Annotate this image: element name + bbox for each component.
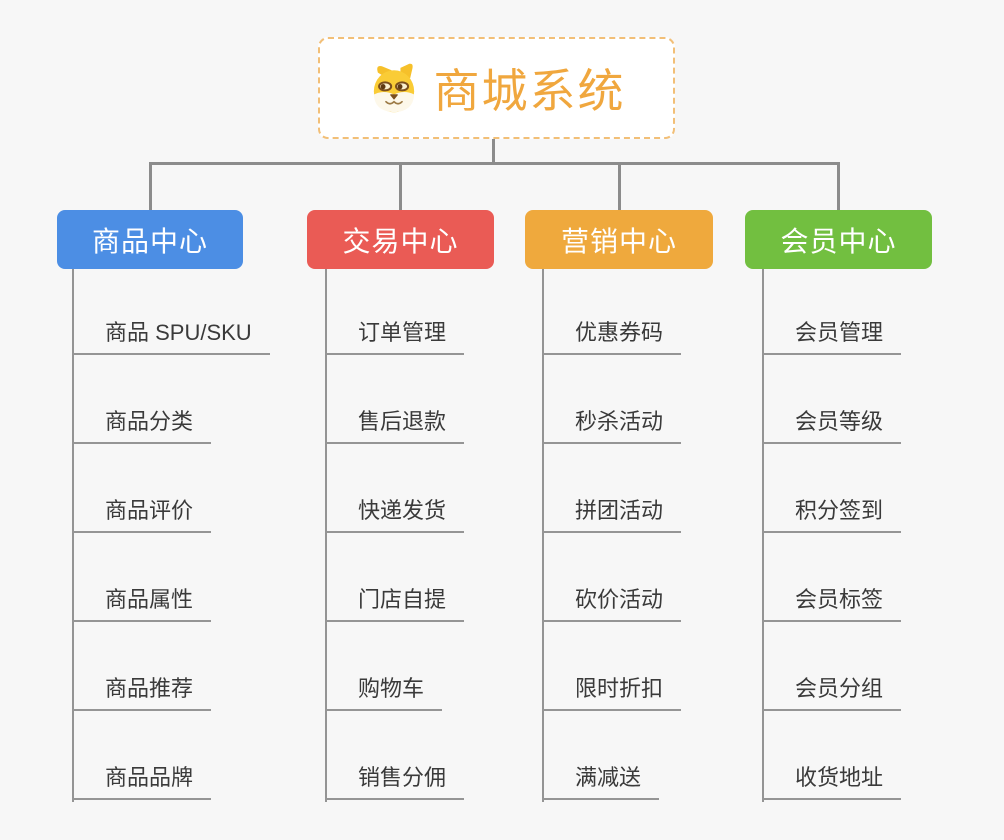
leaf-label: 优惠券码 — [575, 320, 664, 345]
leaf-label: 购物车 — [358, 676, 425, 701]
leaf-node[interactable]: 收货地址 — [762, 762, 902, 800]
branch-node-1[interactable]: 商品中心 — [57, 210, 243, 269]
leaf-label: 商品 SPU/SKU — [105, 320, 252, 345]
branch-trunk-line — [762, 269, 764, 802]
leaf-node[interactable]: 满减送 — [542, 762, 660, 800]
leaf-node[interactable]: 快递发货 — [325, 495, 465, 533]
branch-trunk-line — [542, 269, 544, 802]
root-title: 商城系统 — [433, 65, 626, 117]
leaf-node[interactable]: 会员标签 — [762, 584, 902, 622]
leaf-label: 商品品牌 — [105, 765, 194, 790]
connector-root-vertical — [491, 139, 495, 165]
leaf-node[interactable]: 拼团活动 — [542, 495, 682, 533]
connector-drop — [148, 162, 152, 210]
leaf-node[interactable]: 会员管理 — [762, 317, 902, 355]
leaf-node[interactable]: 订单管理 — [325, 317, 465, 355]
leaf-label: 会员标签 — [795, 587, 884, 612]
leaf-node[interactable]: 会员分组 — [762, 673, 902, 711]
leaf-label: 收货地址 — [795, 765, 884, 790]
leaf-label: 会员等级 — [795, 409, 884, 434]
leaf-label: 拼团活动 — [575, 498, 664, 523]
leaf-node[interactable]: 销售分佣 — [325, 762, 465, 800]
leaf-label: 商品推荐 — [105, 676, 194, 701]
root-node[interactable]: 商城系统 — [318, 37, 675, 139]
branch-label: 营销中心 — [560, 225, 677, 257]
branch-label: 商品中心 — [91, 225, 208, 257]
leaf-label: 销售分佣 — [358, 765, 447, 790]
connector-drop — [399, 162, 402, 210]
leaf-label: 限时折扣 — [575, 676, 664, 701]
leaf-label: 商品评价 — [105, 498, 194, 523]
leaf-node[interactable]: 商品推荐 — [72, 673, 212, 711]
connector-drop — [837, 162, 840, 210]
branch-node-2[interactable]: 交易中心 — [307, 210, 494, 269]
leaf-label: 满减送 — [575, 765, 642, 790]
leaf-node[interactable]: 售后退款 — [325, 406, 465, 444]
leaf-node[interactable]: 积分签到 — [762, 495, 902, 533]
leaf-node[interactable]: 砍价活动 — [542, 584, 682, 622]
dog-logo-icon — [373, 63, 414, 113]
connector-drop — [617, 162, 621, 210]
leaf-label: 售后退款 — [358, 409, 447, 434]
leaf-node[interactable]: 门店自提 — [325, 584, 465, 622]
leaf-label: 会员分组 — [795, 676, 884, 701]
branch-trunk-line — [72, 269, 74, 802]
leaf-label: 商品属性 — [105, 587, 194, 612]
leaf-node[interactable]: 会员等级 — [762, 406, 902, 444]
leaf-node[interactable]: 优惠券码 — [542, 317, 682, 355]
leaf-label: 快递发货 — [358, 498, 447, 523]
leaf-label: 门店自提 — [358, 587, 447, 612]
leaf-node[interactable]: 购物车 — [325, 673, 443, 711]
branch-label: 交易中心 — [342, 225, 459, 257]
leaf-node[interactable]: 商品属性 — [72, 584, 212, 622]
leaf-node[interactable]: 限时折扣 — [542, 673, 682, 711]
leaf-node[interactable]: 秒杀活动 — [542, 406, 682, 444]
leaf-label: 会员管理 — [795, 320, 884, 345]
branch-node-3[interactable]: 营销中心 — [525, 210, 713, 269]
leaf-label: 积分签到 — [795, 498, 884, 523]
leaf-node[interactable]: 商品品牌 — [72, 762, 212, 800]
leaf-node[interactable]: 商品评价 — [72, 495, 212, 533]
leaf-label: 秒杀活动 — [575, 409, 664, 434]
leaf-label: 砍价活动 — [575, 587, 664, 612]
connector-bus — [148, 162, 840, 165]
leaf-node[interactable]: 商品 SPU/SKU — [72, 317, 270, 355]
branch-node-4[interactable]: 会员中心 — [745, 210, 932, 269]
leaf-label: 商品分类 — [105, 409, 194, 434]
leaf-node[interactable]: 商品分类 — [72, 406, 212, 444]
leaf-label: 订单管理 — [358, 320, 447, 345]
branch-label: 会员中心 — [780, 225, 897, 257]
branch-trunk-line — [325, 269, 327, 802]
